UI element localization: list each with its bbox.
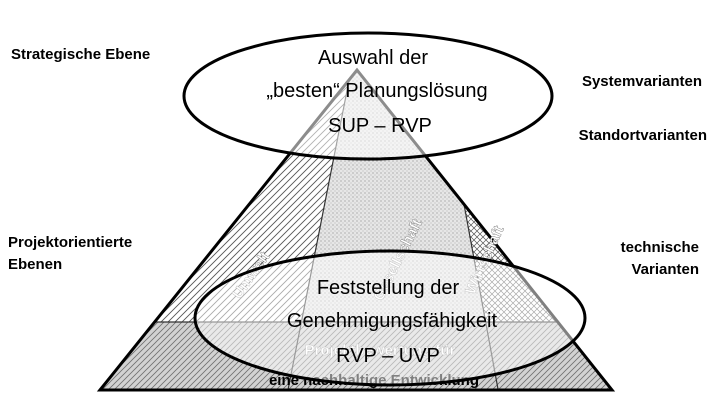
bottom-ellipse: Feststellung der Genehmigungsfähigkeit R… — [193, 249, 587, 387]
bottom-ellipse-line-3: RVP – UVP — [336, 345, 440, 367]
top-ellipse-line-3: SUP – RVP — [328, 115, 432, 137]
top-ellipse-line-1: Auswahl der — [318, 47, 428, 69]
bottom-ellipse-line-1: Feststellung der — [317, 277, 460, 299]
label-technical-variants: technische Varianten — [621, 237, 699, 281]
label-project-levels-line-1: Projektorientierte — [8, 234, 133, 251]
top-ellipse: Auswahl der „besten“ Planungslösung SUP … — [182, 31, 554, 161]
label-project-levels: Projektorientierte Ebenen — [8, 232, 132, 276]
label-technical-variants-line-2: Varianten — [631, 261, 699, 278]
label-system-variants: Systemvarianten — [581, 73, 702, 90]
bottom-ellipse-line-2: Genehmigungsfähigkeit — [287, 310, 498, 332]
label-strategic-level: Strategische Ebene — [11, 46, 151, 63]
top-ellipse-line-2: „besten“ Planungslösung — [266, 80, 487, 102]
label-project-levels-line-2: Ebenen — [8, 256, 63, 273]
pyramid-outline — [96, 67, 616, 392]
label-location-variants: Standortvarianten — [578, 127, 707, 144]
label-technical-variants-line-1: technische — [620, 239, 699, 256]
